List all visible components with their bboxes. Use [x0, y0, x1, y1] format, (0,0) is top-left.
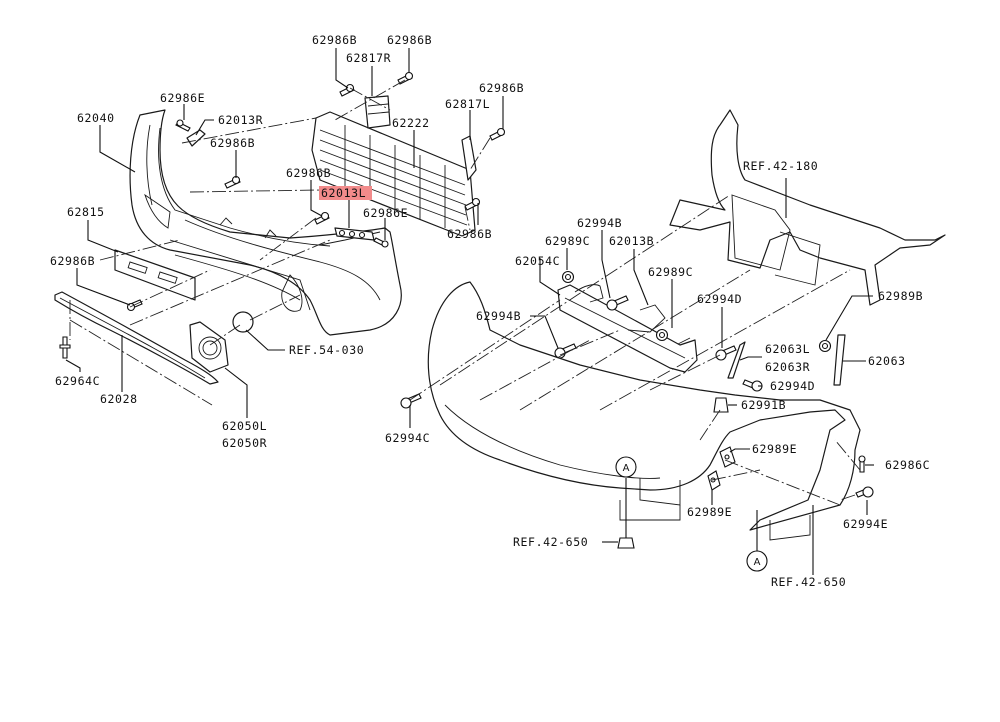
label-ref-42-650-right[interactable]: REF.42-650: [771, 575, 846, 589]
label-62994C[interactable]: 62994C: [385, 431, 430, 445]
leader-lines: [65, 48, 874, 575]
bracket-62817R[interactable]: [364, 95, 391, 129]
label-ref-42-650-left[interactable]: REF.42-650: [513, 535, 588, 549]
label-62063R[interactable]: 62063R: [765, 360, 810, 374]
bolt-62994E[interactable]: [855, 486, 874, 498]
label-62994D-lower[interactable]: 62994D: [770, 379, 815, 393]
label-62986E-mid[interactable]: 62986E: [363, 206, 408, 220]
label-62815[interactable]: 62815: [67, 205, 105, 219]
nut-62989C-right[interactable]: [655, 328, 669, 342]
label-62050R[interactable]: 62050R: [222, 436, 267, 450]
label-62986B-grille-right[interactable]: 62986B: [479, 81, 524, 95]
label-62989C-left[interactable]: 62989C: [545, 234, 590, 248]
bracket-62063[interactable]: [833, 334, 846, 386]
radiator-support-ref-42-180[interactable]: [669, 109, 946, 306]
label-62028[interactable]: 62028: [100, 392, 138, 406]
label-62050L[interactable]: 62050L: [222, 419, 267, 433]
label-ref-42-180[interactable]: REF.42-180: [743, 159, 818, 173]
label-62013R[interactable]: 62013R: [218, 113, 263, 127]
bolt-62994B-top[interactable]: [606, 295, 629, 311]
screw-62986B-top-left[interactable]: [339, 83, 355, 97]
label-62986B-left[interactable]: 62986B: [50, 254, 95, 268]
nut-62989B[interactable]: [818, 339, 832, 353]
callout-a-2: A: [746, 550, 768, 572]
label-62989E-upper[interactable]: 62989E: [752, 442, 797, 456]
lip-spoiler-62028[interactable]: [54, 291, 219, 385]
label-62222[interactable]: 62222: [392, 116, 430, 130]
label-ref-54-030[interactable]: REF.54-030: [289, 343, 364, 357]
bumper-cover-62040[interactable]: [129, 109, 402, 336]
foglamp-ref-54-030[interactable]: [232, 311, 254, 333]
label-62986B-top-left[interactable]: 62986B: [312, 33, 357, 47]
nut-62989E-lower[interactable]: [707, 470, 721, 491]
label-62989C-right[interactable]: 62989C: [648, 265, 693, 279]
lower-bumper-cover[interactable]: [427, 281, 861, 541]
label-62994D-upper[interactable]: 62994D: [697, 292, 742, 306]
callout-a-1: A: [615, 456, 637, 478]
svg-text:A: A: [754, 557, 761, 568]
clip-62964C[interactable]: [59, 336, 71, 359]
label-62991B[interactable]: 62991B: [741, 398, 786, 412]
bracket-62817L[interactable]: [461, 135, 477, 181]
label-62994B-top[interactable]: 62994B: [577, 216, 622, 230]
label-62013B[interactable]: 62013B: [609, 234, 654, 248]
label-62964C[interactable]: 62964C: [55, 374, 100, 388]
clip-62013R[interactable]: [186, 129, 206, 147]
clip-ref-42-650[interactable]: [617, 537, 635, 549]
part-labels: 62986B 62986B 62817R 62986B 62817L 62222…: [50, 33, 930, 589]
highlight-62013L: [319, 186, 372, 200]
bolt-62994B-left[interactable]: [554, 343, 577, 359]
screw-62986E-upper[interactable]: [175, 119, 191, 132]
bolt-62994D-upper[interactable]: [715, 345, 737, 361]
nut-62989C-left[interactable]: [561, 270, 575, 284]
reinforcement-62054C[interactable]: [557, 284, 698, 373]
foglamp-bezel-62050[interactable]: [189, 321, 229, 373]
label-62063L[interactable]: 62063L: [765, 342, 810, 356]
bolt-62994D-lower[interactable]: [742, 379, 763, 392]
label-62063[interactable]: 62063: [868, 354, 906, 368]
label-62817R[interactable]: 62817R: [346, 51, 391, 65]
label-62994E[interactable]: 62994E: [843, 517, 888, 531]
screw-62986C[interactable]: [858, 455, 866, 473]
label-62986C[interactable]: 62986C: [885, 458, 930, 472]
assembly-lines: [69, 79, 861, 506]
grille-62222[interactable]: [311, 111, 476, 237]
label-62054C[interactable]: 62054C: [515, 254, 560, 268]
label-62986B-top-right[interactable]: 62986B: [387, 33, 432, 47]
label-62994B-left[interactable]: 62994B: [476, 309, 521, 323]
label-62817L[interactable]: 62817L: [445, 97, 490, 111]
svg-text:A: A: [623, 463, 630, 474]
label-62013L[interactable]: 62013L: [321, 186, 366, 200]
screw-62986E-mid[interactable]: [373, 237, 389, 248]
label-62986B-bumper[interactable]: 62986B: [210, 136, 255, 150]
trim-62815[interactable]: [114, 249, 196, 301]
screw-62986B-bumper[interactable]: [224, 175, 241, 189]
label-62989E-lower[interactable]: 62989E: [687, 505, 732, 519]
label-62986B-grille-bottom[interactable]: 62986B: [447, 227, 492, 241]
label-62040[interactable]: 62040: [77, 111, 115, 125]
bracket-62063L-62063R[interactable]: [727, 341, 746, 379]
label-62989B[interactable]: 62989B: [878, 289, 923, 303]
label-62986B-mid[interactable]: 62986B: [286, 166, 331, 180]
label-62986E-upper[interactable]: 62986E: [160, 91, 205, 105]
clip-62991B[interactable]: [713, 397, 729, 413]
screw-62986B-grille-right[interactable]: [489, 127, 506, 141]
bolt-62994C[interactable]: [400, 393, 422, 409]
clip-62013L[interactable]: [334, 227, 375, 241]
screw-62986B-mid[interactable]: [314, 211, 330, 225]
